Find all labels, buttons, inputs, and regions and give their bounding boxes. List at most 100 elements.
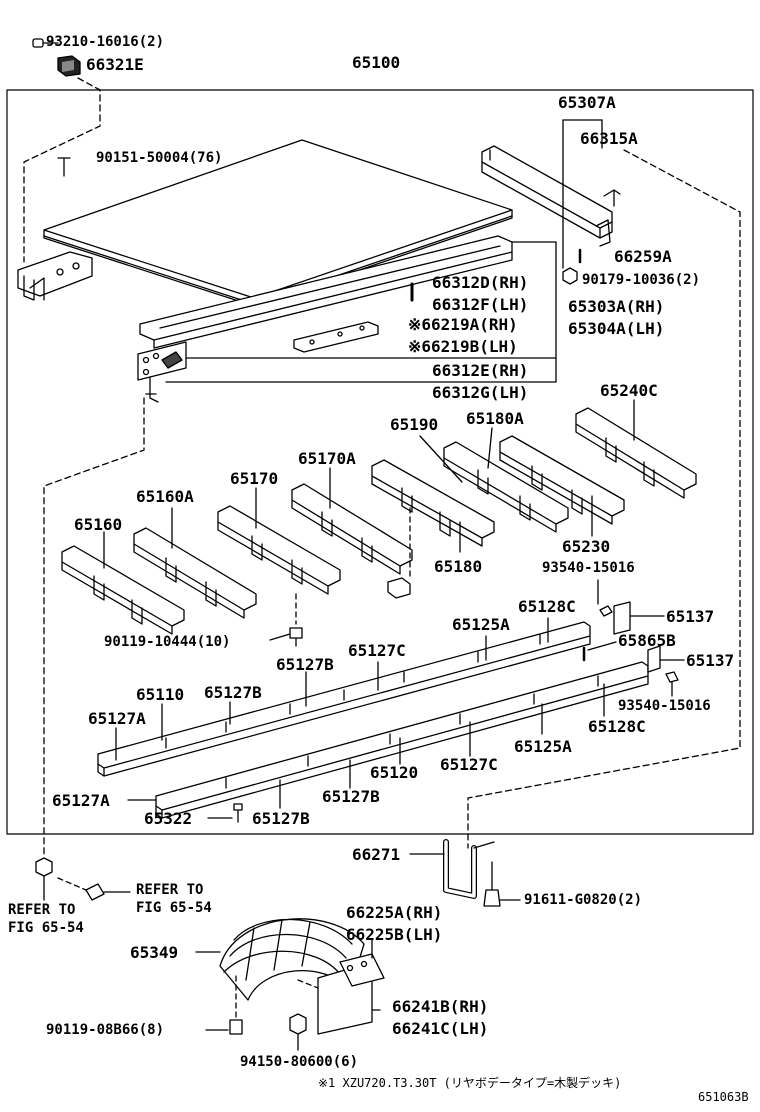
label-65180A: 65180A [466,409,524,428]
fender-65349-icon [195,918,365,1001]
label-65349: 65349 [130,943,179,962]
u-bolt-66271-icon [409,839,495,899]
label-66225A: 66225A(RH) [346,903,443,922]
label-65190: 65190 [390,415,439,434]
label-66312E: 66312E(RH) [432,361,529,380]
label-66315A: 66315A [580,129,638,148]
nail-90151-icon [57,157,71,177]
label-65865B: 65865B [618,631,676,650]
label-93540-upper: 93540-15016 [542,560,635,576]
label-65125A-lower: 65125A [514,737,572,756]
nut-90179-icon [562,267,578,285]
label-66219B: ※66219B(LH) [408,337,518,356]
label-65180: 65180 [434,557,483,576]
label-65304A: 65304A(LH) [568,319,665,338]
figure-number: 651063B [698,1090,749,1104]
label-65125A-upper: 65125A [452,615,510,634]
label-65240C: 65240C [600,381,658,400]
label-66312G: 66312G(LH) [432,383,529,402]
leader-65180A [487,427,493,469]
bolt-91611-icon [483,861,521,907]
cross-member-65160-icon [61,545,185,635]
label-66259A: 66259A [614,247,672,266]
stake-bracket-left-icon [17,251,93,301]
label-65127B-d: 65127B [252,809,310,828]
label-65110: 65110 [136,685,185,704]
dashed-link-left [43,397,145,857]
label-65127A-lower: 65127A [52,791,110,810]
label-refer-right-line1: REFER TO [136,882,204,898]
stay-66225A-icon [339,939,385,987]
label-refer-left-line2: FIG 65-54 [8,920,84,936]
label-90119-10444: 90119-10444(10) [104,634,231,650]
support-66219A-icon [293,321,379,353]
bolt-90119-10444-icon [289,593,303,647]
leader-65190 [419,435,463,483]
label-65127B-b: 65127B [204,683,262,702]
label-66241C: 66241C(LH) [392,1019,489,1038]
label-65127C-lower: 65127C [440,755,498,774]
dashed-link-right [467,149,741,849]
label-65120: 65120 [370,763,419,782]
label-65230: 65230 [562,537,611,556]
label-66271: 66271 [352,845,401,864]
label-66312F: 66312F(LH) [432,295,529,314]
hook-66312E-icon [145,377,159,403]
sill-65110-icon [97,621,591,777]
side-rail-65303A-icon [137,235,513,381]
label-91611: 91611-G0820(2) [524,892,643,908]
label-65307A: 65307A [558,93,616,112]
label-refer-right-line2: FIG 65-54 [136,900,212,916]
bolt-refer-right-icon [57,877,131,901]
cushion-66321E-icon [57,55,81,77]
bolt-90119-08B66-icon [205,975,243,1035]
label-refer-left-line1: REFER TO [8,902,76,918]
label-65128C-lower: 65128C [588,717,646,736]
leader-65865B [587,641,617,651]
label-65303A: 65303A(RH) [568,297,665,316]
bracket-65137-upper-icon [599,601,665,635]
leader-66312-group [165,241,557,383]
nut-94150-icon [289,979,319,1051]
label-66225B: 66225B(LH) [346,925,443,944]
label-65127B-a: 65127B [276,655,334,674]
front-rail-65307A-icon [481,145,621,247]
cross-member-65160A-icon [133,527,257,619]
label-65160: 65160 [74,515,123,534]
cross-member-65170A-icon [291,483,413,575]
footnote-applicability: ※1 XZU720.T3.30T (リヤボデータイプ=木製デッキ) [318,1076,622,1090]
label-65127C-upper: 65127C [348,641,406,660]
label-66312D: 66312D(RH) [432,273,529,292]
label-65322: 65322 [144,809,193,828]
label-90151: 90151-50004(76) [96,150,223,166]
label-65160A: 65160A [136,487,194,506]
label-93210: 93210-16016(2) [46,34,165,50]
label-90179: 90179-10036(2) [582,272,701,288]
label-66219A: ※66219A(RH) [408,315,518,334]
label-65127A-upper: 65127A [88,709,146,728]
label-90119-08B66: 90119-08B66(8) [46,1022,165,1038]
leader-90119-10444 [269,633,291,641]
label-65137-upper: 65137 [666,607,715,626]
label-66321E: 66321E [86,55,144,74]
nut-refer-left-icon [35,857,53,901]
label-65170A: 65170A [298,449,356,468]
label-93540-lower: 93540-15016 [618,698,711,714]
clip-bracket-icon [387,507,411,599]
label-94150: 94150-80600(6) [240,1054,359,1070]
bracket-65137-lower-icon [647,645,685,673]
cross-member-65170-icon [217,505,341,595]
label-65170: 65170 [230,469,279,488]
leader-cushion-to-stake [23,77,101,263]
bolt-65322-icon [233,803,243,823]
label-65100: 65100 [352,53,401,72]
bolt-93210-icon [32,38,59,48]
cross-member-65180-icon [371,459,495,547]
label-65128C-upper: 65128C [518,597,576,616]
assembly-frame [6,89,754,835]
cross-member-65180A-icon [499,435,625,525]
cross-member-65240C-icon [575,407,697,499]
label-65137-lower: 65137 [686,651,735,670]
